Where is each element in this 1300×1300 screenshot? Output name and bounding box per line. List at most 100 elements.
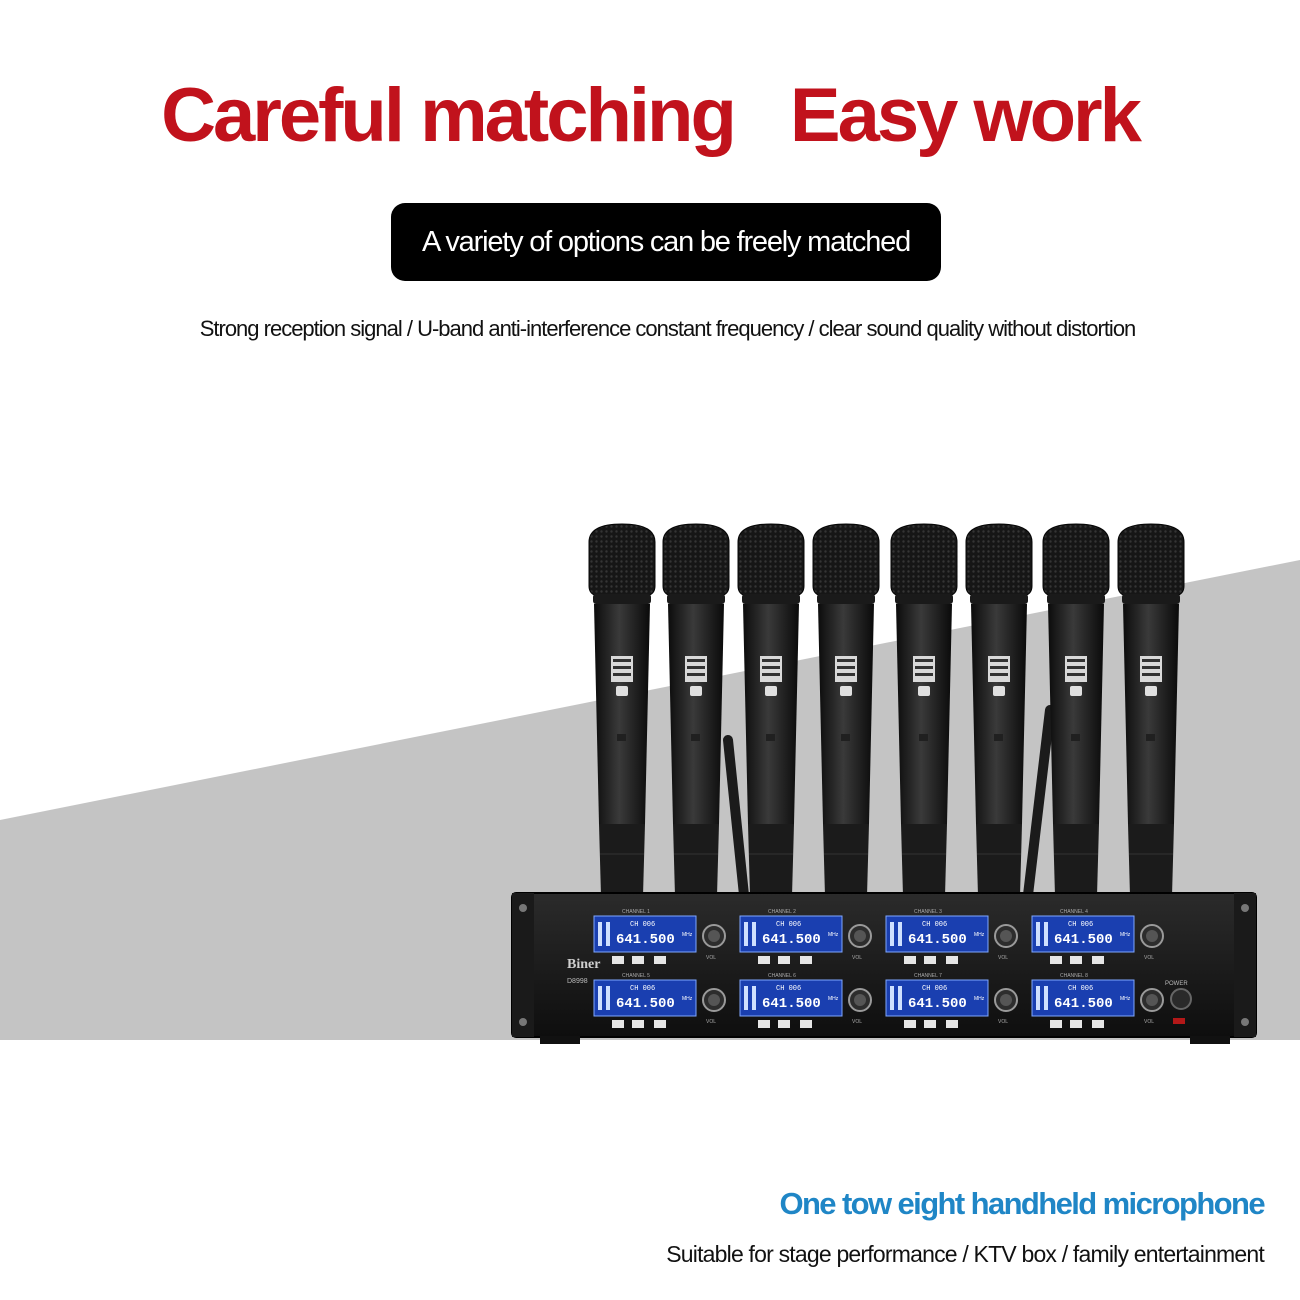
volume-knob-cap: [1000, 930, 1012, 942]
signal-bar: [598, 922, 602, 946]
signal-bar: [598, 986, 602, 1010]
features-line: Strong reception signal / U-band anti-in…: [199, 316, 1137, 341]
microphone-1: [588, 523, 656, 897]
lcd-unit: MHz: [828, 996, 839, 1002]
channel-label: CHANNEL 4: [1060, 909, 1088, 915]
signal-bar: [606, 922, 610, 946]
lcd-display: [885, 915, 989, 953]
volume-label: VOL: [852, 955, 862, 961]
channel-button[interactable]: [612, 1020, 624, 1028]
channel-button[interactable]: [758, 1020, 770, 1028]
signal-bar: [898, 922, 902, 946]
signal-bar: [606, 986, 610, 1010]
signal-bar: [1044, 986, 1048, 1010]
channel-button[interactable]: [1092, 956, 1104, 964]
signal-bar: [890, 986, 894, 1010]
channel-button[interactable]: [1092, 1020, 1104, 1028]
channel-button[interactable]: [654, 1020, 666, 1028]
lcd-display: [885, 979, 989, 1017]
lcd-frequency: 641.500: [908, 932, 967, 948]
channel-button[interactable]: [946, 1020, 958, 1028]
channel-button[interactable]: [1050, 1020, 1062, 1028]
lcd-display: [593, 979, 697, 1017]
lcd-frequency: 641.500: [908, 996, 967, 1012]
channel-button[interactable]: [778, 1020, 790, 1028]
signal-bar: [744, 986, 748, 1010]
channel-button[interactable]: [654, 956, 666, 964]
channel-label: CHANNEL 2: [768, 909, 796, 915]
lcd-frequency: 641.500: [616, 996, 675, 1012]
volume-label: VOL: [998, 1019, 1008, 1025]
lcd-unit: MHz: [974, 996, 985, 1002]
channel-button[interactable]: [778, 956, 790, 964]
headline-right: Easy work: [789, 73, 1142, 158]
lcd-frequency: 641.500: [616, 932, 675, 948]
channel-button[interactable]: [904, 1020, 916, 1028]
lcd-channel: CH 006: [776, 985, 801, 993]
signal-bar: [744, 922, 748, 946]
lcd-unit: MHz: [828, 932, 839, 938]
channel-label: CHANNEL 7: [914, 973, 942, 979]
volume-knob-cap: [1146, 994, 1158, 1006]
microphone-4: [812, 523, 880, 897]
channel-button[interactable]: [1070, 956, 1082, 964]
channel-button[interactable]: [612, 956, 624, 964]
lcd-unit: MHz: [974, 932, 985, 938]
channel-label: CHANNEL 5: [622, 973, 650, 979]
volume-knob-cap: [1146, 930, 1158, 942]
receiver-model: D8998: [567, 978, 588, 985]
volume-knob-cap: [854, 930, 866, 942]
volume-label: VOL: [1144, 955, 1154, 961]
channel-button[interactable]: [1070, 1020, 1082, 1028]
volume-label: VOL: [852, 1019, 862, 1025]
channel-button[interactable]: [924, 956, 936, 964]
microphone-3: [737, 523, 805, 897]
channel-label: CHANNEL 6: [768, 973, 796, 979]
channel-button[interactable]: [946, 956, 958, 964]
channel-label: CHANNEL 3: [914, 909, 942, 915]
signal-bar: [1036, 922, 1040, 946]
microphone-5: [890, 523, 958, 897]
channel-button[interactable]: [632, 1020, 644, 1028]
channel-button[interactable]: [758, 956, 770, 964]
signal-bar: [1036, 986, 1040, 1010]
volume-label: VOL: [706, 1019, 716, 1025]
channel-button[interactable]: [904, 956, 916, 964]
channel-button[interactable]: [632, 956, 644, 964]
channel-label: CHANNEL 8: [1060, 973, 1088, 979]
channel-button[interactable]: [924, 1020, 936, 1028]
volume-knob-cap: [1000, 994, 1012, 1006]
lcd-channel: CH 006: [776, 921, 801, 929]
lcd-frequency: 641.500: [1054, 996, 1113, 1012]
signal-bar: [890, 922, 894, 946]
lcd-display: [739, 915, 843, 953]
channel-button[interactable]: [800, 1020, 812, 1028]
volume-knob-cap: [854, 994, 866, 1006]
channel-button[interactable]: [1050, 956, 1062, 964]
lcd-unit: MHz: [682, 932, 693, 938]
volume-label: VOL: [1144, 1019, 1154, 1025]
microphone-7: [1042, 523, 1110, 897]
subtitle-pill: A variety of options can be freely match…: [391, 203, 941, 281]
lcd-channel: CH 006: [922, 921, 947, 929]
channel-label: CHANNEL 1: [622, 909, 650, 915]
volume-knob-cap: [708, 994, 720, 1006]
lcd-frequency: 641.500: [1054, 932, 1113, 948]
lcd-display: [739, 979, 843, 1017]
microphone-8: [1117, 523, 1185, 897]
signal-bar: [898, 986, 902, 1010]
product-usage: Suitable for stage performance / KTV box…: [666, 1241, 1265, 1267]
lcd-channel: CH 006: [1068, 921, 1093, 929]
signal-bar: [752, 986, 756, 1010]
signal-bar: [752, 922, 756, 946]
channel-button[interactable]: [800, 956, 812, 964]
